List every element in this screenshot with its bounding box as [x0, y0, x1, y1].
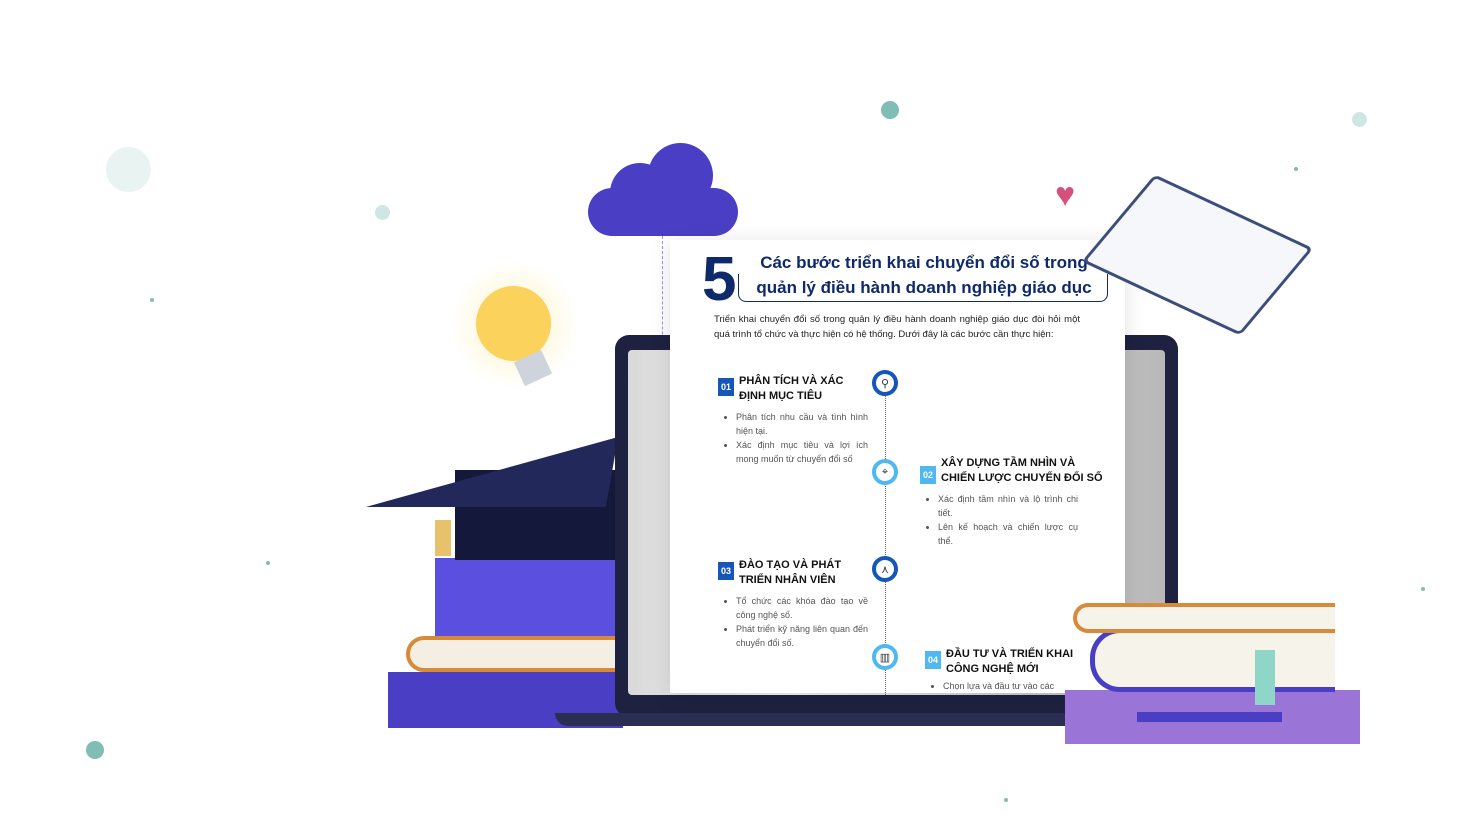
title-line: Các bước triển khai chuyển đổi số trong [760, 253, 1088, 272]
step-title: ĐẦU TƯ VÀ TRIỂN KHAI CÔNG NGHỆ MỚI [946, 648, 1074, 675]
step-number: 01 [718, 378, 734, 396]
timeline-line [885, 395, 886, 695]
book-right-top [1073, 603, 1335, 633]
step-number: 04 [925, 651, 941, 669]
book-spine-band [1137, 712, 1282, 722]
chart-icon: ▥ [872, 644, 898, 670]
book-right-middle [1090, 628, 1335, 692]
step-03: 03 ĐÀO TẠO VÀ PHÁT TRIỂN NHÂN VIÊN Tổ ch… [718, 558, 868, 650]
connector-line [662, 236, 663, 430]
intro-text: Triển khai chuyển đổi số trong quản lý đ… [714, 314, 1080, 340]
map-pin-icon: ⚲ [872, 370, 898, 396]
step-04: 04 ĐẦU TƯ VÀ TRIỂN KHAI CÔNG NGHỆ MỚI Ch… [925, 647, 1085, 693]
graduation-cap-icon [365, 437, 619, 507]
step-01: 01 PHÂN TÍCH VÀ XÁC ĐỊNH MỤC TIÊU Phân t… [718, 374, 868, 466]
laptop-base [555, 713, 1120, 726]
bookmark [1255, 650, 1275, 705]
book-left-top [435, 558, 620, 636]
bullet: Xác định mục tiêu và lợi ích mong muốn t… [736, 438, 868, 466]
bullet: Tổ chức các khóa đào tạo về công nghệ số… [736, 594, 868, 622]
decor-dot [1294, 167, 1298, 171]
graduation-cap-base [455, 470, 620, 560]
target-icon: ⌖ [872, 459, 898, 485]
decor-dot [1352, 112, 1367, 127]
lightbulb-icon [476, 286, 551, 361]
title-line: quản lý điều hành doanh nghiệp giáo dục [756, 278, 1092, 297]
bullet: Xác định tầm nhìn và lộ trình chi tiết. [938, 492, 1078, 520]
decor-dot [86, 741, 104, 759]
bullet: Phát triển kỹ năng liên quan đến chuyển … [736, 622, 868, 650]
infographic-document: 5 Các bước triển khai chuyển đổi số tron… [670, 240, 1125, 695]
heart-icon: ♥ [1055, 176, 1076, 214]
title-frame [738, 274, 1108, 302]
cap-tassel [435, 520, 451, 556]
step-title: ĐÀO TẠO VÀ PHÁT TRIỂN NHÂN VIÊN [739, 559, 842, 586]
document-title: Các bước triển khai chuyển đổi số trong … [738, 250, 1110, 300]
step-number: 02 [920, 466, 936, 484]
bullet: Lên kế hoạch và chiến lược cụ thể. [938, 520, 1078, 548]
bullet: Chọn lựa và đầu tư vào các [943, 679, 1085, 693]
decor-dot [150, 298, 154, 302]
decor-dot [1421, 587, 1425, 591]
cloud-icon [588, 143, 738, 236]
step-title: XÂY DỰNG TẦM NHÌN VÀ CHIẾN LƯỢC CHUYỂN Đ… [941, 457, 1103, 484]
decor-dot [881, 101, 899, 119]
decor-dot [266, 561, 270, 565]
step-number: 03 [718, 562, 734, 580]
network-icon: ⋏ [872, 556, 898, 582]
step-count: 5 [702, 245, 737, 314]
bullet: Phân tích nhu cầu và tình hình hiện tại. [736, 410, 868, 438]
decor-dot [106, 147, 151, 192]
book-left-middle [406, 636, 621, 672]
step-02: 02 XÂY DỰNG TẦM NHÌN VÀ CHIẾN LƯỢC CHUYỂ… [920, 456, 1110, 548]
decor-dot [375, 205, 390, 220]
step-title: PHÂN TÍCH VÀ XÁC ĐỊNH MỤC TIÊU [739, 375, 844, 402]
decor-dot [1004, 798, 1008, 802]
